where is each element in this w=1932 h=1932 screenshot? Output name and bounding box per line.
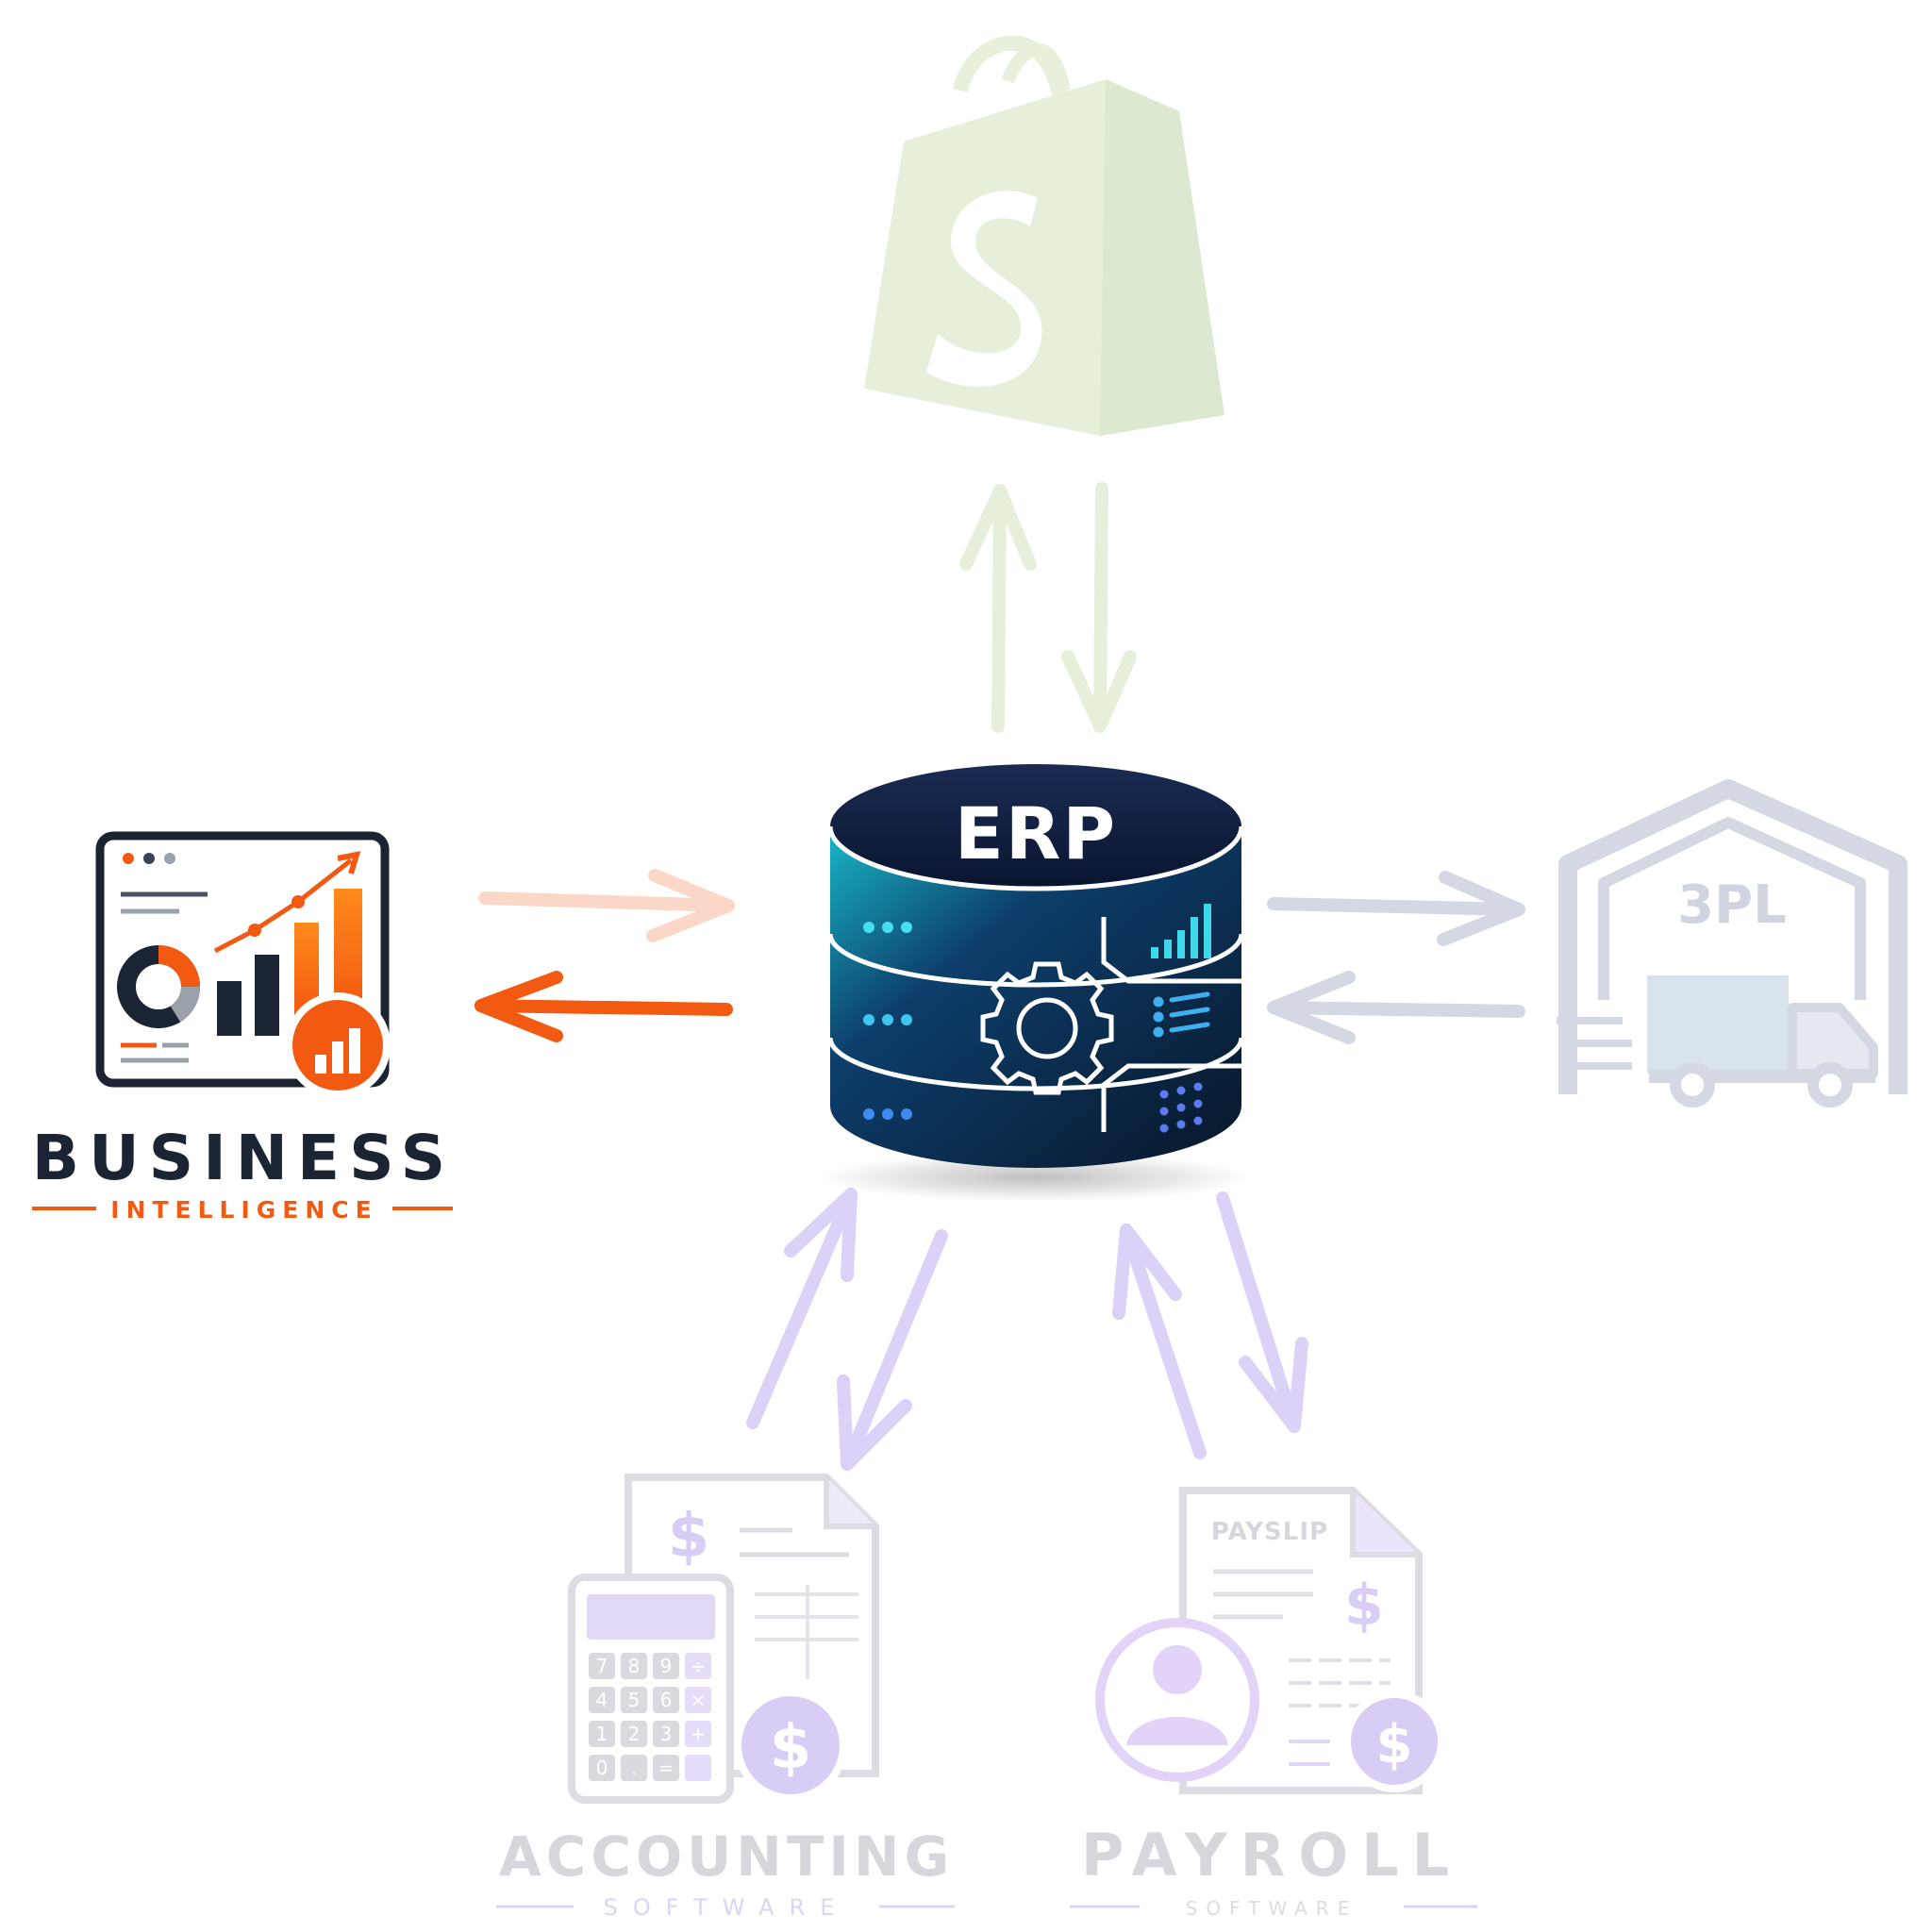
calculator-key bbox=[621, 1653, 647, 1679]
calculator-key bbox=[621, 1721, 647, 1747]
arrow-erp-to-accounting bbox=[841, 1229, 948, 1471]
arrow-erp-to-payroll bbox=[1216, 1191, 1301, 1433]
shopify-bag-icon bbox=[864, 35, 1224, 436]
bi-title: BUSINESS bbox=[32, 1122, 455, 1194]
accounting-title: ACCOUNTING bbox=[499, 1824, 954, 1889]
calculator-key bbox=[589, 1721, 615, 1747]
erp-database: ERP bbox=[819, 764, 1253, 1202]
calculator-key-label: = bbox=[658, 1757, 675, 1779]
calculator-key-label: 2 bbox=[628, 1723, 641, 1745]
gear-icon bbox=[980, 961, 1114, 1095]
calculator-key-label: 8 bbox=[628, 1655, 641, 1677]
accounting-subtitle: SOFTWARE bbox=[604, 1894, 850, 1921]
svg-text:$: $ bbox=[770, 1713, 812, 1783]
calculator-key-label: 5 bbox=[628, 1689, 641, 1711]
shopify-sync-arrows bbox=[959, 482, 1137, 733]
calculator-key bbox=[589, 1687, 615, 1713]
calculator-key-label: 7 bbox=[596, 1655, 608, 1677]
warehouse-truck-icon bbox=[1557, 779, 1907, 1108]
svg-text:$: $ bbox=[1376, 1714, 1413, 1775]
arrow-erp-to-3pl bbox=[1267, 897, 1525, 916]
svg-text:$: $ bbox=[1344, 1573, 1384, 1639]
calculator-key-label: 1 bbox=[596, 1723, 608, 1745]
arrow-erp-to-bi bbox=[475, 999, 733, 1016]
svg-text:$: $ bbox=[668, 1502, 710, 1572]
arrow-payroll-to-erp bbox=[1120, 1224, 1207, 1459]
calculator-key bbox=[621, 1687, 647, 1713]
calculator-key bbox=[589, 1653, 615, 1679]
arrow-accounting-to-erp bbox=[746, 1188, 858, 1429]
calculator-key bbox=[685, 1687, 711, 1713]
payslip-label: PAYSLIP bbox=[1211, 1518, 1328, 1546]
bar-chart-icon bbox=[1151, 904, 1211, 958]
arrow-shopify-to-erp bbox=[1093, 482, 1108, 733]
donut-chart-icon bbox=[117, 945, 201, 1028]
calculator-key bbox=[685, 1755, 711, 1781]
accounting-sync-arrows bbox=[746, 1188, 948, 1471]
calculator-key bbox=[653, 1653, 679, 1679]
calculator-key-label: 3 bbox=[660, 1723, 673, 1745]
calculator-key bbox=[653, 1721, 679, 1747]
calculator-key bbox=[589, 1755, 615, 1781]
threepl-node: 3PL bbox=[1557, 779, 1907, 1108]
payroll-node: PAYSLIP $ $ PAYROLL SOFTWARE bbox=[1070, 1487, 1477, 1920]
bi-subtitle: INTELLIGENCE bbox=[110, 1196, 377, 1224]
dashboard-monitor-icon bbox=[95, 831, 391, 1098]
calculator-key bbox=[653, 1687, 679, 1713]
threepl-label: 3PL bbox=[1677, 874, 1787, 936]
calculator-key-label: 6 bbox=[660, 1689, 673, 1711]
server-led-dots bbox=[863, 922, 912, 1120]
threepl-sync-arrows bbox=[1267, 871, 1525, 1044]
employee-avatar-icon bbox=[1095, 1618, 1259, 1782]
bi-sync-arrows bbox=[475, 869, 735, 1042]
calculator-key bbox=[621, 1755, 647, 1781]
calculator-key bbox=[685, 1653, 711, 1679]
grid-dots-icon bbox=[1159, 1082, 1203, 1133]
calculator-key-label: ÷ bbox=[691, 1655, 707, 1677]
payroll-subtitle: SOFTWARE bbox=[1186, 1897, 1358, 1920]
calculator-key-label: 0 bbox=[596, 1757, 608, 1779]
payroll-title: PAYROLL bbox=[1081, 1821, 1462, 1890]
calculator-key bbox=[685, 1721, 711, 1747]
payroll-sync-arrows bbox=[1112, 1191, 1308, 1459]
calculator-key-label: . bbox=[631, 1757, 637, 1779]
arrow-erp-to-shopify bbox=[991, 484, 1007, 733]
calculator-key bbox=[653, 1755, 679, 1781]
list-icon bbox=[1153, 991, 1210, 1038]
calculator-key-label: + bbox=[691, 1723, 707, 1745]
arrow-3pl-to-erp bbox=[1267, 1001, 1525, 1018]
calculator-key-label: 4 bbox=[596, 1689, 608, 1711]
erp-label: ERP bbox=[955, 791, 1117, 875]
payroll-coin-icon: $ bbox=[1343, 1690, 1445, 1792]
calculator-key-label: × bbox=[691, 1689, 707, 1711]
calculator-key-label: 9 bbox=[660, 1655, 673, 1677]
business-intelligence-node: BUSINESS INTELLIGENCE bbox=[32, 831, 455, 1224]
dollar-coin-icon: $ bbox=[734, 1689, 847, 1802]
arrow-bi-to-erp bbox=[478, 891, 735, 912]
